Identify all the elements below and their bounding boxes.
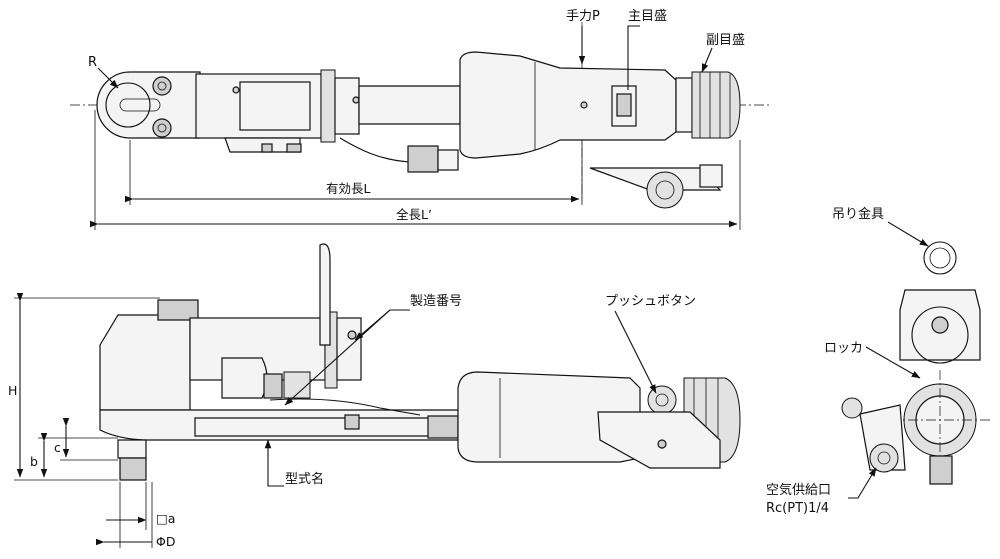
main-scale-indicator <box>616 93 632 117</box>
label-hand-force: 手力P <box>566 9 600 24</box>
push-button-leader <box>614 310 657 394</box>
head-bolt-top <box>152 76 172 96</box>
sub-scale-leader <box>701 47 713 73</box>
label-serial-number: 製造番号 <box>410 294 462 309</box>
front-view: 吊り金具 ロッカ 空気供給口 Rc(PT)1/4 <box>766 206 990 516</box>
label-radius: R <box>88 55 97 70</box>
rail-fitting <box>344 414 360 430</box>
head-cap <box>157 299 199 321</box>
motor-plug <box>221 357 268 399</box>
side-collar-body <box>336 317 362 381</box>
stand-block <box>699 164 723 188</box>
front-push-button <box>841 397 863 419</box>
plug-nut <box>263 373 283 399</box>
air-inlet-bore <box>877 451 891 465</box>
push-button-inner <box>655 393 669 407</box>
hanger-leader <box>887 221 929 247</box>
sub-scale-knob <box>691 71 741 139</box>
reaction-fin <box>319 243 331 346</box>
rail-nut <box>427 415 459 439</box>
front-square-drive <box>929 455 953 485</box>
head-inner-arc <box>105 82 151 128</box>
swivel-fitting <box>646 171 684 209</box>
grip-handle <box>459 51 677 159</box>
air-hose <box>339 137 411 163</box>
shaft <box>358 85 461 125</box>
label-rocker: ロッカ <box>824 341 863 356</box>
head-bolt-bottom <box>152 118 172 138</box>
stand-dot <box>657 439 667 449</box>
serial-leader-2 <box>354 309 391 341</box>
name-plate <box>239 81 311 131</box>
label-model-name: 型式名 <box>285 471 324 487</box>
grip-dot <box>580 101 588 109</box>
air-inlet-leader <box>848 467 877 499</box>
side-view: 製造番号 プッシュボタン 型式名 H b c □a ΦD <box>8 243 741 549</box>
label-dia-d: ΦD <box>156 534 175 549</box>
square-drive-slot <box>119 98 161 112</box>
hanger-ring-inner <box>929 247 951 269</box>
top-view: R 手力P 主目盛 副目盛 有効長L 全長L’ <box>70 9 770 230</box>
label-dim-b: b <box>30 454 38 469</box>
label-dim-c: c <box>54 440 61 455</box>
drive-block <box>117 439 147 459</box>
label-overall-length: 全長L’ <box>396 207 432 222</box>
label-air-inlet: 空気供給口 <box>766 482 831 498</box>
swivel-fitting-inner <box>655 180 675 200</box>
label-air-thread: Rc(PT)1/4 <box>766 501 829 516</box>
collar-ring <box>320 69 336 143</box>
label-main-scale: 主目盛 <box>628 9 667 24</box>
side-hose <box>269 398 421 416</box>
hose-connector <box>437 149 459 171</box>
side-stand <box>597 411 721 469</box>
base-rail <box>194 417 456 437</box>
side-collar-dot <box>347 330 357 340</box>
main-scale-leader <box>627 25 640 90</box>
collar-body <box>334 77 360 135</box>
hanger-ring <box>923 241 957 275</box>
fitting-a <box>261 143 273 153</box>
label-height-h: H <box>8 383 17 398</box>
square-drive <box>119 457 147 481</box>
label-effective-length: 有効長L <box>326 181 371 196</box>
label-push-button: プッシュボタン <box>605 294 696 309</box>
front-bolt <box>931 316 949 334</box>
head-bolt-top-inner <box>157 81 167 91</box>
air-inlet-fitting <box>869 443 899 473</box>
collar-dot <box>352 96 360 104</box>
label-sub-scale: 副目盛 <box>706 33 745 48</box>
body-screw <box>232 86 240 94</box>
knob-neck <box>675 77 693 133</box>
r-leader <box>97 67 119 89</box>
push-button <box>647 385 677 415</box>
hose-nut <box>407 145 439 173</box>
ratchet-head <box>96 71 201 139</box>
front-motor-circle <box>911 306 969 364</box>
head-bolt-bottom-inner <box>157 123 167 133</box>
rocker-leader <box>865 346 921 379</box>
side-head <box>99 314 191 411</box>
fitting-b <box>286 143 302 153</box>
model-name-leader <box>264 439 284 487</box>
label-hanger: 吊り金具 <box>832 206 884 222</box>
label-square-a: □a <box>156 511 175 526</box>
